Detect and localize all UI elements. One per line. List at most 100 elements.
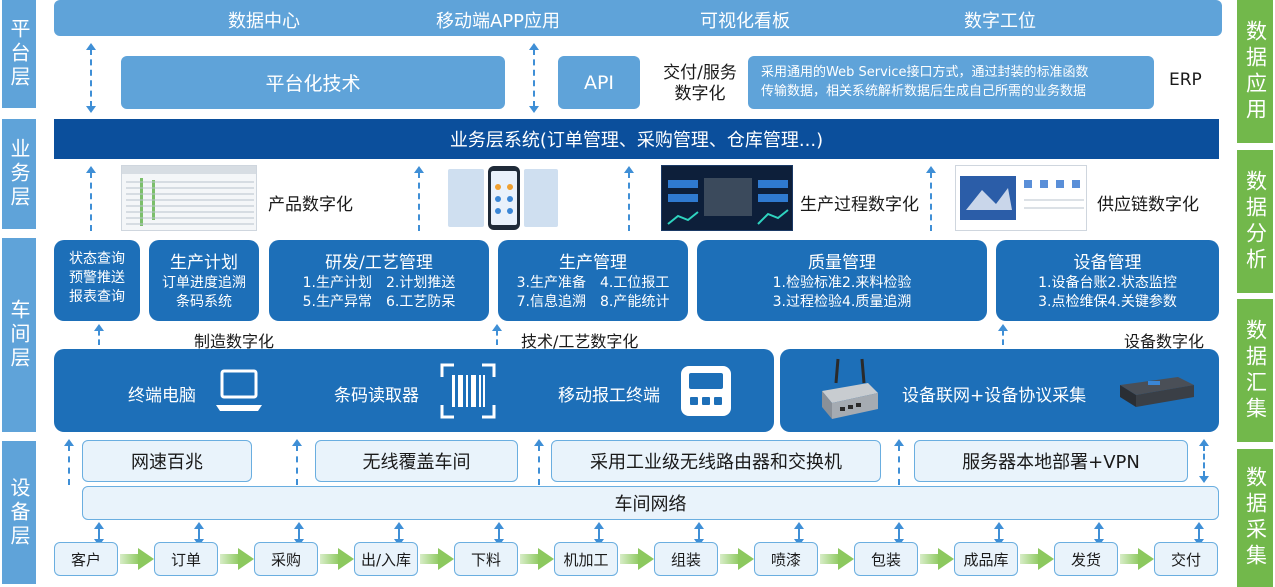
delivery-line-1: 交付/服务 xyxy=(663,63,737,83)
iot-gateway-icon xyxy=(822,358,878,419)
layer-workshop: 车间层 xyxy=(2,238,36,432)
mobile-app-icon xyxy=(448,166,558,230)
prod-line-1: 3.生产准备 4.工位报工 xyxy=(516,275,670,291)
flow-arrow-6 xyxy=(638,548,654,570)
flow-arrow-10 xyxy=(1038,548,1054,570)
platform-tech-box: 平台化技术 xyxy=(121,56,505,109)
product-digital-label: 产品数字化 xyxy=(268,195,353,215)
webservice-line-1: 采用通用的Web Service接口方式，通过封装的标准函数 xyxy=(761,65,1089,80)
prod-title: 生产管理 xyxy=(559,253,627,273)
erp-label: ERP xyxy=(1169,70,1202,90)
arrow-net-5 xyxy=(1199,439,1209,483)
process-step-purchase: 采购 xyxy=(254,542,318,576)
production-digital-label: 生产过程数字化 xyxy=(800,195,919,215)
flow-arrow-bar-4 xyxy=(420,554,440,564)
delivery-line-2: 数字化 xyxy=(674,84,726,104)
process-step-finished-goods: 成品库 xyxy=(954,542,1018,576)
arrow-net-1 xyxy=(64,439,74,485)
process-step-cutting: 下料 xyxy=(454,542,518,576)
process-step-warehouse-io: 出/入库 xyxy=(354,542,418,576)
quality-line-2: 3.过程检验4.质量追溯 xyxy=(772,294,912,310)
top-item-data-center: 数据中心 xyxy=(228,11,300,32)
arrow-business-2 xyxy=(414,166,424,231)
arrow-proc-5 xyxy=(494,522,504,546)
quality-line-1: 1.检验标准2.来料检验 xyxy=(772,275,912,291)
dashboard-icon xyxy=(667,178,789,225)
flow-arrow-bar-11 xyxy=(1120,554,1140,564)
module-equipment-mgmt: 设备管理 1.设备台账2.状态监控 3.点检维保4.关键参数 xyxy=(996,240,1219,321)
collector-device-icon xyxy=(1120,377,1194,407)
workshop-network-bar: 车间网络 xyxy=(82,486,1219,520)
top-item-mobile-app: 移动端APP应用 xyxy=(436,11,561,32)
top-item-dashboard: 可视化看板 xyxy=(700,11,790,32)
arrow-proc-8 xyxy=(794,522,804,546)
webservice-line-2: 传输数据，相关系统解析数据后生成自己所需的业务数据 xyxy=(761,84,1087,99)
module-status: 状态查询 预警推送 报表查询 xyxy=(54,240,140,321)
arrow-workshop-2 xyxy=(492,324,502,345)
platform-top-bar: 数据中心 移动端APP应用 可视化看板 数字工位 xyxy=(54,0,1222,36)
arrow-proc-3 xyxy=(294,522,304,546)
arrow-workshop-1 xyxy=(94,324,104,345)
arrow-proc-4 xyxy=(394,522,404,546)
supply-chain-digital-label: 供应链数字化 xyxy=(1097,195,1199,215)
flow-arrow-bar-1 xyxy=(120,554,140,564)
flow-arrow-4 xyxy=(438,548,454,570)
pc-label: 终端电脑 xyxy=(128,386,196,406)
arrow-net-4 xyxy=(894,439,904,485)
manufacturing-digital-label: 制造数字化 xyxy=(194,332,275,351)
flow-arrow-bar-5 xyxy=(520,554,540,564)
network-wireless: 无线覆盖车间 xyxy=(315,440,518,482)
module-quality-mgmt: 质量管理 1.检验标准2.来料检验 3.过程检验4.质量追溯 xyxy=(697,240,987,321)
delivery-service-label: 交付/服务 数字化 xyxy=(655,63,745,105)
rd-line-1: 1.生产计划 2.计划推送 xyxy=(302,275,456,291)
business-system-bar: 业务层系统(订单管理、采购管理、仓库管理...) xyxy=(54,119,1219,159)
prod-line-2: 7.信息追溯 8.产能统计 xyxy=(516,294,670,310)
module-production-plan: 生产计划 订单进度追溯 条码系统 xyxy=(149,240,259,321)
layer-device: 设备层 xyxy=(2,441,36,584)
stage-application: 数据应用 xyxy=(1237,0,1273,143)
quality-title: 质量管理 xyxy=(808,253,876,273)
layer-platform: 平台层 xyxy=(2,0,36,108)
process-step-machining: 机加工 xyxy=(554,542,618,576)
flow-arrow-7 xyxy=(738,548,754,570)
arrow-business-3 xyxy=(624,166,634,231)
flow-arrow-bar-9 xyxy=(920,554,940,564)
flow-arrow-bar-8 xyxy=(820,554,840,564)
arrow-proc-11 xyxy=(1094,522,1104,546)
arrow-proc-7 xyxy=(694,522,704,546)
arrow-platform-1 xyxy=(86,43,96,113)
flow-arrow-3 xyxy=(338,548,354,570)
webservice-note: 采用通用的Web Service接口方式，通过封装的标准函数 传输数据，相关系统… xyxy=(748,56,1154,109)
flow-arrow-8 xyxy=(838,548,854,570)
arrow-workshop-3 xyxy=(998,324,1008,345)
mobile-app-thumbnail xyxy=(446,165,560,231)
flow-arrow-bar-3 xyxy=(320,554,340,564)
arrow-platform-2 xyxy=(529,43,539,113)
supply-chain-icon xyxy=(960,176,1084,220)
flow-arrow-5 xyxy=(538,548,554,570)
flow-arrow-11 xyxy=(1138,548,1154,570)
barcode-label: 条码读取器 xyxy=(334,386,419,406)
arrow-proc-10 xyxy=(994,522,1004,546)
process-step-shipping: 发货 xyxy=(1054,542,1118,576)
network-speed: 网速百兆 xyxy=(82,440,252,482)
layer-business: 业务层 xyxy=(2,119,36,229)
equip-line-2: 3.点检维保4.关键参数 xyxy=(1038,294,1177,310)
arrow-proc-2 xyxy=(194,522,204,546)
equip-title: 设备管理 xyxy=(1073,253,1142,273)
module-rd-process: 研发/工艺管理 1.生产计划 2.计划推送 5.生产异常 6.工艺防呆 xyxy=(269,240,489,321)
stage-analysis: 数据分析 xyxy=(1237,150,1273,293)
stage-aggregation: 数据汇集 xyxy=(1237,299,1273,442)
arrow-proc-6 xyxy=(594,522,604,546)
flow-arrow-bar-2 xyxy=(220,554,240,564)
process-step-order: 订单 xyxy=(154,542,218,576)
process-flow: 客户 订单 采购 出/入库 下料 机加工 组装 喷漆 包装 成品库 发货 交付 xyxy=(54,522,1224,587)
arrow-proc-9 xyxy=(894,522,904,546)
status-line-3: 报表查询 xyxy=(69,289,125,305)
production-dashboard-thumbnail xyxy=(661,165,793,231)
arrow-proc-12 xyxy=(1194,522,1204,546)
process-step-painting: 喷漆 xyxy=(754,542,818,576)
arrow-net-3 xyxy=(534,439,544,485)
rd-line-2: 5.生产异常 6.工艺防呆 xyxy=(302,294,456,310)
arrow-business-4 xyxy=(926,166,936,231)
